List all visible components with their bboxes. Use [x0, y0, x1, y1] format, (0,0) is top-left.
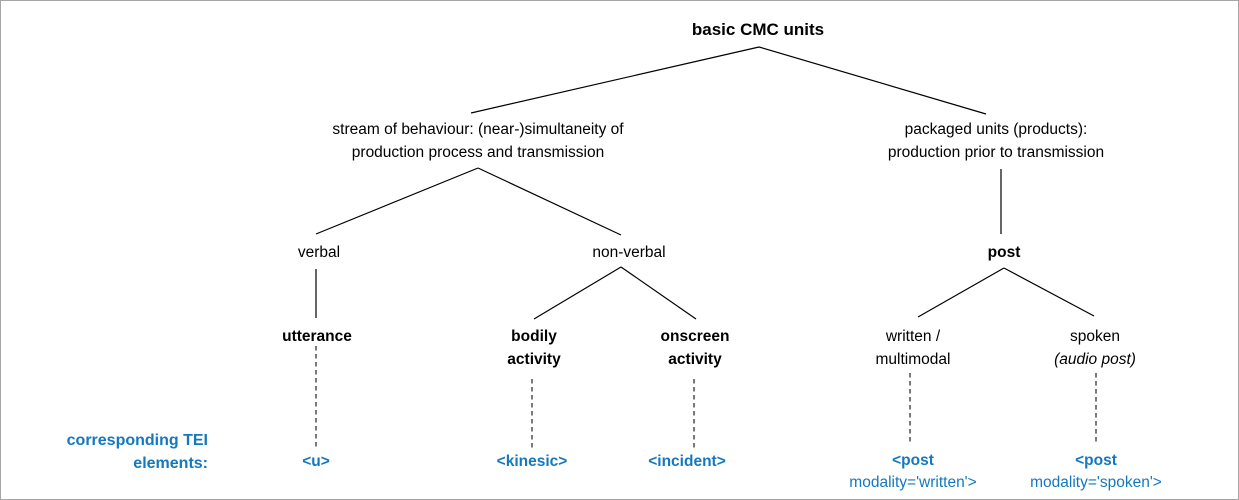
written-node: written / multimodal [876, 325, 951, 371]
bodily-node-line1: bodily [511, 328, 557, 345]
packaged-node: packaged units (products): production pr… [888, 118, 1104, 164]
tei-kinesic-label: <kinesic> [496, 453, 568, 470]
edge-nonverbal-onscreen [620, 266, 697, 320]
onscreen-node-line2: activity [668, 351, 722, 368]
packaged-node-line2: production prior to transmission [887, 144, 1105, 161]
tei-post-written-line2: modality='written'> [849, 474, 977, 491]
tei-post-written-label: <post modality='written'> [849, 450, 976, 494]
onscreen-node-line1: onscreen [660, 328, 730, 345]
verbal-node: verbal [297, 244, 341, 261]
spoken-node-line1: spoken [1070, 328, 1120, 345]
spoken-node-line2: (audio post) [1054, 351, 1136, 368]
written-node-line2: multimodal [875, 351, 951, 368]
edge-stream-verbal [315, 167, 479, 235]
written-node-line1: written / [885, 328, 941, 345]
tei-post-spoken-line2: modality='spoken'> [1030, 474, 1162, 491]
edge-stream-nonverbal [477, 167, 622, 236]
stream-node: stream of behaviour: (near-)simultaneity… [332, 118, 623, 164]
onscreen-node: onscreen activity [661, 325, 730, 371]
tei-caption-line2: elements: [133, 455, 208, 472]
root-node: basic CMC units [691, 20, 825, 39]
bodily-node-line2: activity [507, 351, 561, 368]
edge-root-packaged [758, 46, 987, 115]
tei-post-spoken-label: <post modality='spoken'> [1030, 450, 1162, 494]
tei-caption-line1: corresponding TEI [66, 432, 208, 449]
edge-post-written [917, 267, 1005, 318]
spoken-node: spoken (audio post) [1054, 325, 1136, 371]
edge-root-stream [470, 46, 760, 114]
post-node: post [987, 244, 1021, 261]
tei-caption: corresponding TEI elements: [26, 429, 208, 475]
tei-post-written-line1: <post [892, 452, 934, 469]
packaged-node-line1: packaged units (products): [904, 121, 1088, 138]
bodily-node: bodily activity [507, 325, 560, 371]
edge-post-spoken [1003, 267, 1095, 317]
tei-post-spoken-line1: <post [1075, 452, 1117, 469]
edge-nonverbal-bodily [533, 266, 622, 320]
nonverbal-node: non-verbal [592, 244, 666, 261]
tei-u-label: <u> [302, 453, 330, 470]
utterance-node: utterance [282, 328, 352, 345]
stream-node-line2: production process and transmission [351, 144, 605, 161]
tei-incident-label: <incident> [648, 453, 726, 470]
stream-node-line1: stream of behaviour: (near-)simultaneity… [332, 121, 624, 138]
